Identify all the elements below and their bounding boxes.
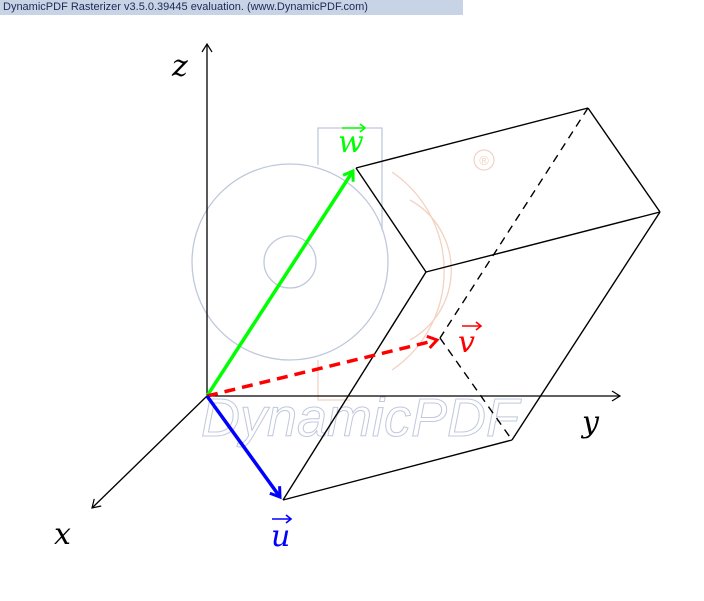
x-axis (91, 395, 208, 509)
y-axis-label: y (580, 405, 600, 440)
vector-v-arrow (206, 334, 440, 398)
edge (355, 107, 589, 169)
hidden-edge (439, 337, 513, 441)
edge (587, 107, 661, 213)
vector-v-label: v (458, 321, 483, 360)
watermark-logo: ® DynamicPDF (191, 127, 523, 449)
vector-u-label: u (271, 514, 293, 554)
watermark-text: DynamicPDF (201, 388, 522, 448)
edge (282, 439, 513, 501)
vector-w-label: w (338, 123, 367, 160)
registered-icon (473, 149, 495, 171)
parallelepiped (282, 107, 661, 501)
edge (282, 271, 427, 501)
x-axis-label: x (54, 517, 71, 552)
vector-v-symbol: v (458, 325, 475, 360)
edge (355, 167, 427, 273)
vector-w-arrow (205, 168, 355, 397)
vector-u-symbol: u (271, 519, 290, 554)
evaluation-banner: DynamicPDF Rasterizer v3.5.0.39445 evalu… (0, 0, 463, 15)
edge (425, 211, 661, 273)
vector-w-symbol: w (338, 125, 364, 160)
registered-mark: ® (479, 153, 489, 168)
hidden-edge (439, 107, 589, 339)
z-axis-label: z (171, 49, 188, 84)
vector-u-arrow (205, 394, 282, 500)
edge (511, 211, 661, 441)
